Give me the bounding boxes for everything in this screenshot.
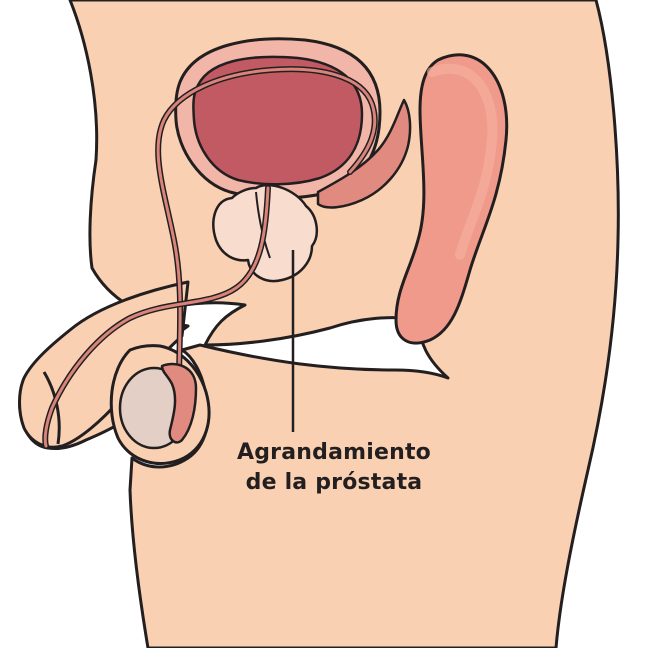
prostate-label-line2: de la próstata bbox=[246, 470, 423, 495]
prostate-label-line1: Agrandamiento bbox=[237, 440, 431, 465]
